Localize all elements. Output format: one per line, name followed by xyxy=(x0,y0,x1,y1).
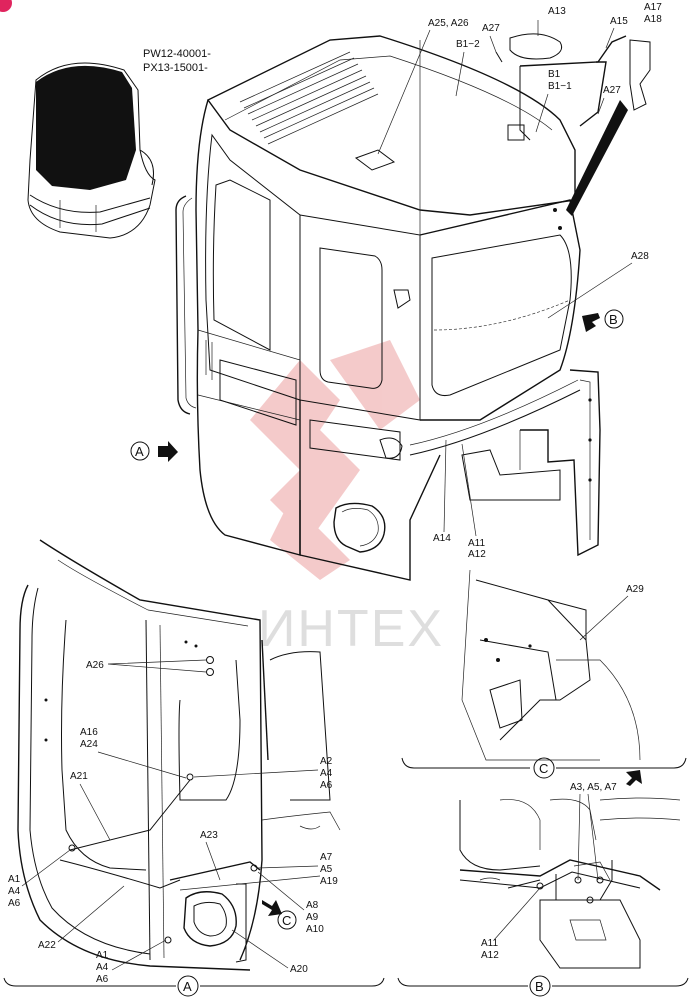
label-a20: A20 xyxy=(290,964,308,975)
label-a2: A2 xyxy=(320,756,333,767)
label-a11-top: A11 xyxy=(468,538,485,549)
label-a13: A13 xyxy=(548,6,566,17)
label-b1-1: B1−1 xyxy=(548,81,572,92)
label-a28: A28 xyxy=(631,251,649,262)
view-b-arrow-icon xyxy=(582,313,600,332)
label-a10: A10 xyxy=(306,924,324,935)
label-a15: A15 xyxy=(610,16,628,27)
view-b-caption: B xyxy=(529,975,551,997)
view-c-caption: C xyxy=(533,757,555,779)
view-c-marker: C xyxy=(262,900,297,930)
detail-c-drawing xyxy=(461,569,641,761)
label-a7: A7 xyxy=(320,852,333,863)
label-a1-bottom: A1 xyxy=(96,950,109,961)
watermark-text: ИНТЕХ xyxy=(258,600,444,658)
label-a6-right: A6 xyxy=(320,780,333,791)
view-b-marker: B xyxy=(582,309,624,332)
label-a12-top: A12 xyxy=(468,549,486,560)
label-a16: A16 xyxy=(80,727,98,738)
view-b-detail-arrow-icon xyxy=(626,770,642,786)
label-a14: A14 xyxy=(433,533,451,544)
serial-line-1: PW12-40001- xyxy=(143,48,211,60)
label-a19: A19 xyxy=(320,876,338,887)
label-a3-a5-a7: A3, A5, A7 xyxy=(570,782,617,793)
label-a26: A26 xyxy=(86,660,104,671)
view-b-caption-letter: B xyxy=(535,979,544,994)
view-c-arrow-icon xyxy=(262,900,282,916)
label-a27-top: A27 xyxy=(482,23,500,34)
view-a-caption: A xyxy=(177,975,199,997)
label-a27-right: A27 xyxy=(603,85,621,96)
label-a21: A21 xyxy=(70,771,88,782)
view-a-letter: A xyxy=(135,444,144,459)
label-b1: B1 xyxy=(548,69,561,80)
label-a6-left: A6 xyxy=(8,898,21,909)
view-c-caption-letter: C xyxy=(539,761,548,776)
label-a25-a26: A25, A26 xyxy=(428,18,469,29)
serial-line-2: PX13-15001- xyxy=(143,62,208,74)
label-a9: A9 xyxy=(306,912,319,923)
view-c-letter: C xyxy=(282,913,291,928)
label-a4-bottom: A4 xyxy=(96,962,109,973)
label-a12-bottom: A12 xyxy=(481,950,499,961)
label-a22: A22 xyxy=(38,940,56,951)
label-a8: A8 xyxy=(306,900,319,911)
detail-b-drawing xyxy=(459,797,681,969)
label-a23: A23 xyxy=(200,830,218,841)
detail-a-drawing xyxy=(17,539,341,971)
view-b-letter: B xyxy=(609,312,618,327)
label-a5: A5 xyxy=(320,864,333,875)
label-a4-left: A4 xyxy=(8,886,21,897)
cab-main-drawing xyxy=(175,20,651,581)
label-b1-2: B1−2 xyxy=(456,39,480,50)
view-a-marker: A xyxy=(130,441,178,462)
label-a1-left: A1 xyxy=(8,874,21,885)
label-a24: A24 xyxy=(80,739,98,750)
label-a4-right: A4 xyxy=(320,768,333,779)
label-a11-bottom: A11 xyxy=(481,938,498,949)
cab-thumbnail xyxy=(27,62,156,239)
watermark-logo xyxy=(250,340,420,580)
label-a18: A18 xyxy=(644,14,662,25)
view-a-arrow-icon xyxy=(158,441,178,462)
view-a-caption-letter: A xyxy=(183,979,192,994)
label-a6-bottom: A6 xyxy=(96,974,109,985)
corner-badge-icon xyxy=(0,0,12,12)
label-a29: A29 xyxy=(626,584,644,595)
label-a17: A17 xyxy=(644,2,662,13)
